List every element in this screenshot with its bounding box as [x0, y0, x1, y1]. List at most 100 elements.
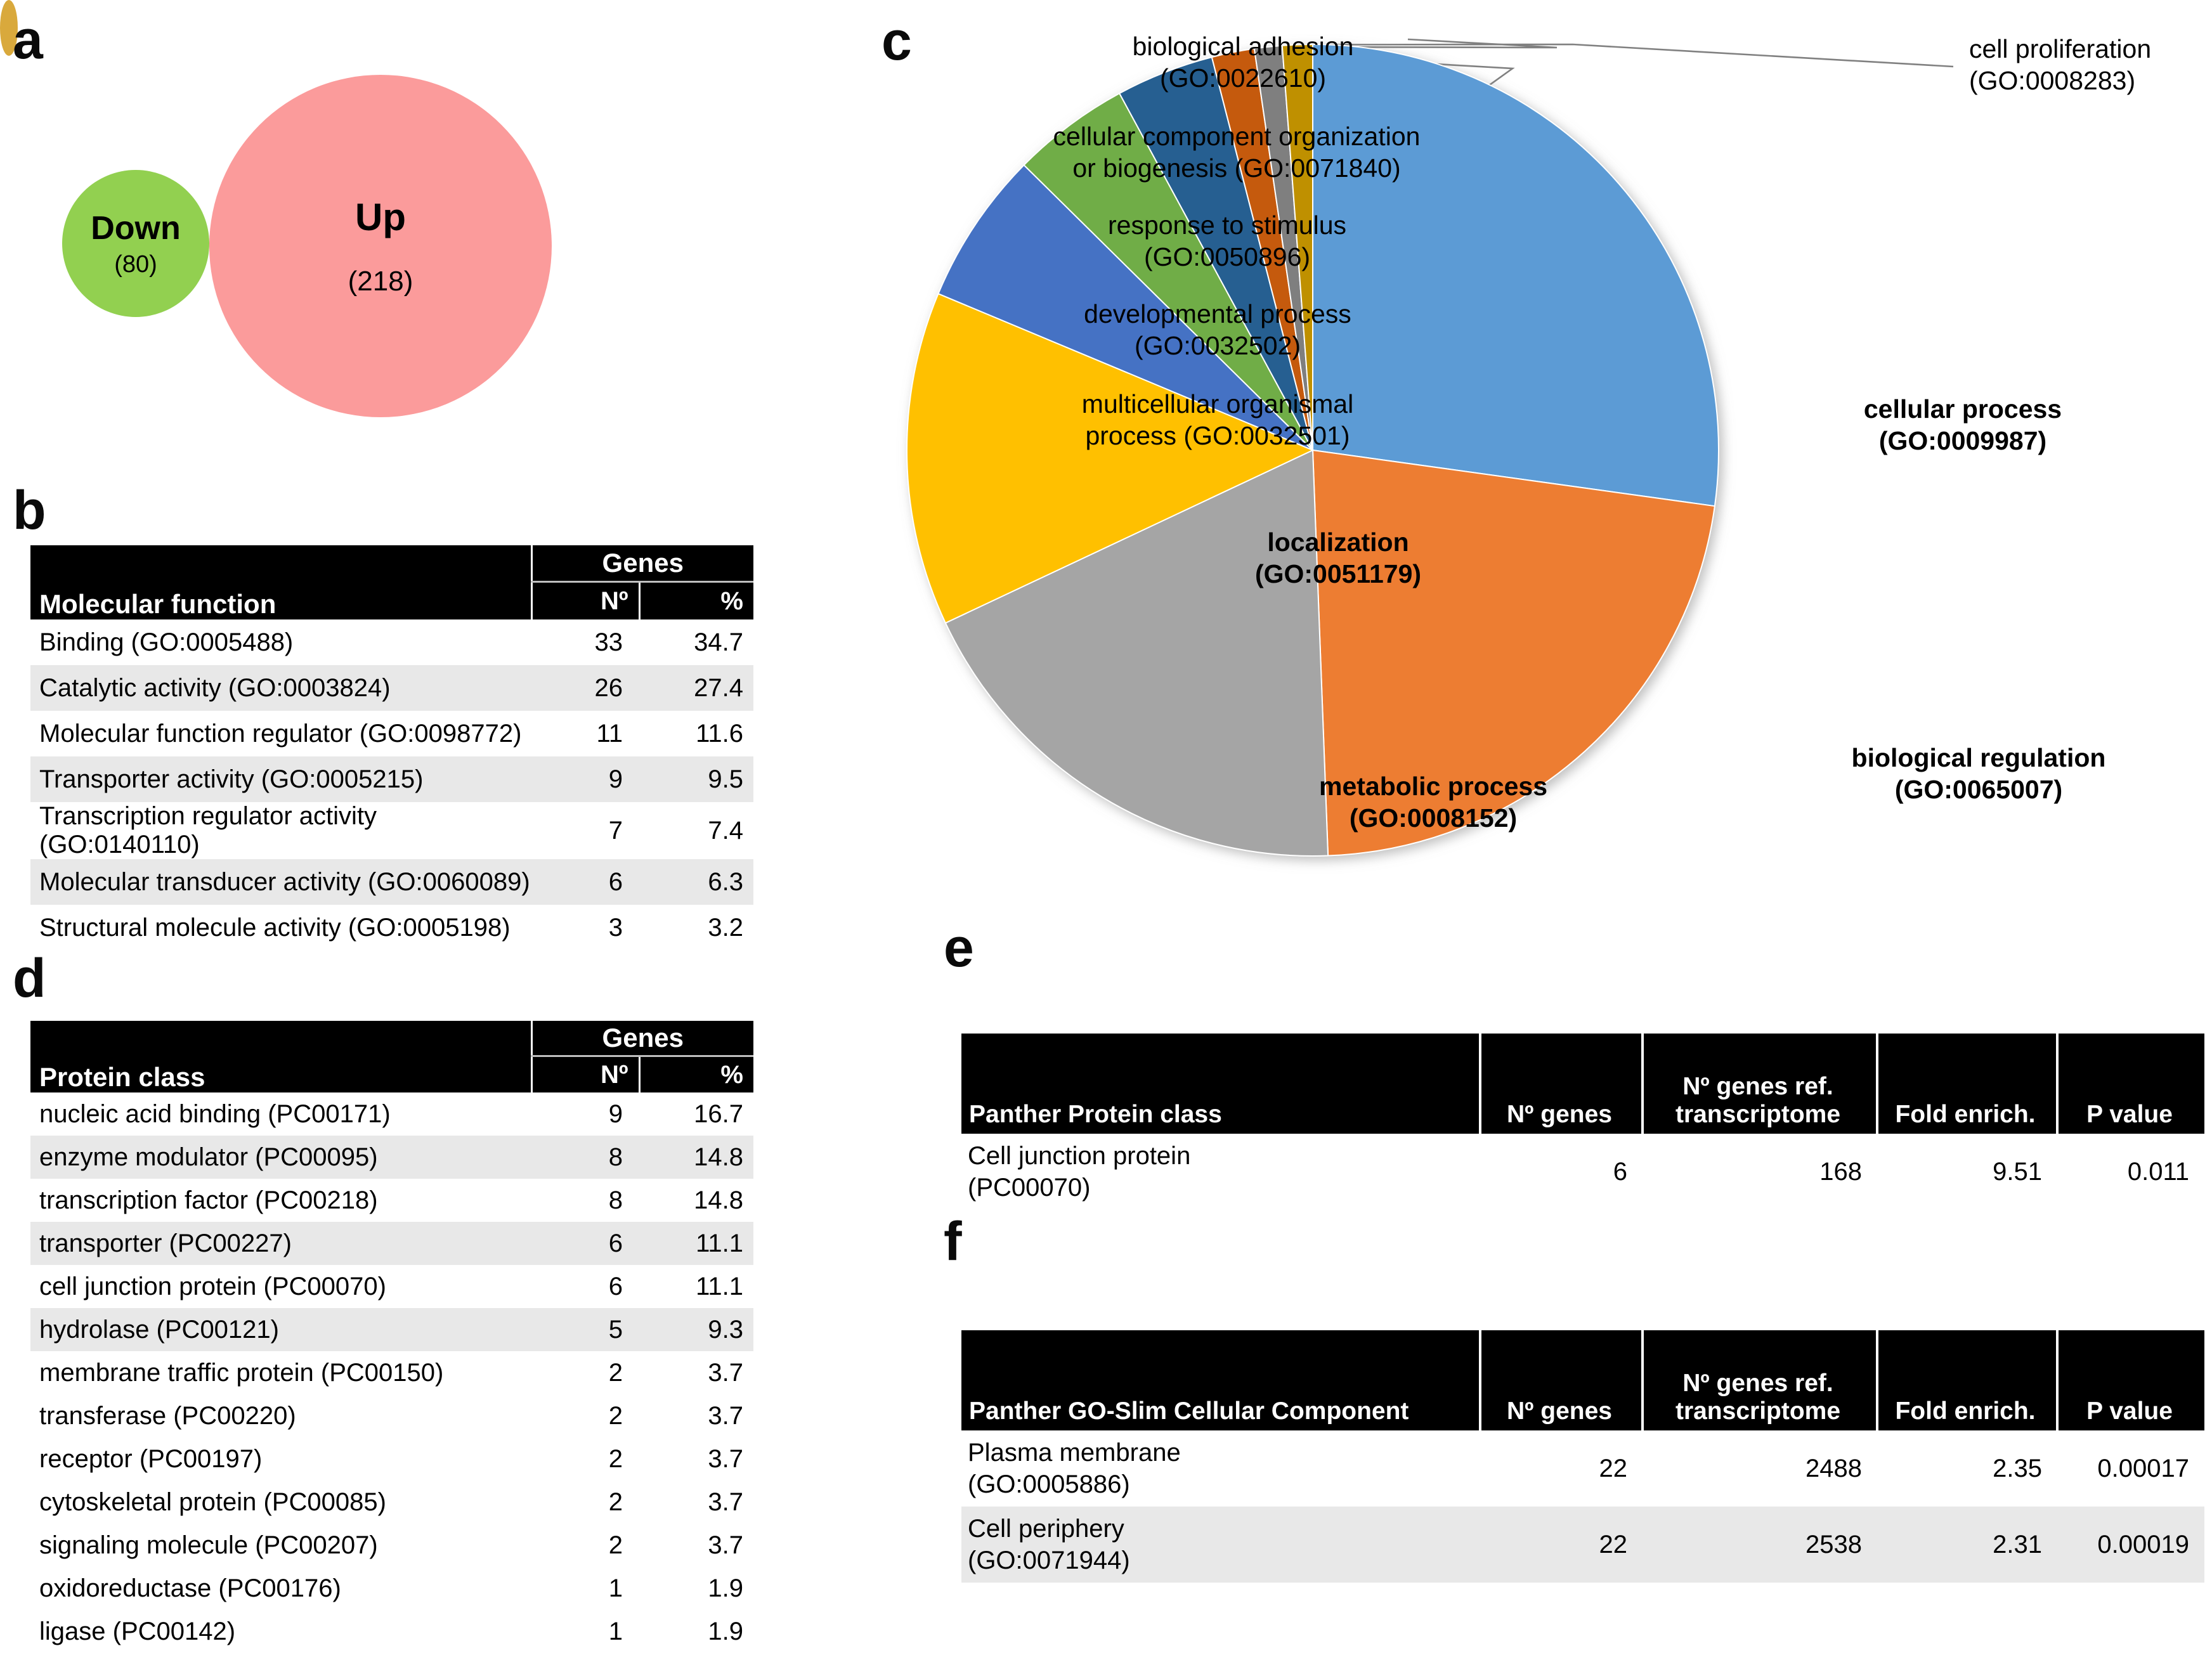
pie-label-line1: biological regulation [1851, 743, 2106, 772]
pie-slice [1312, 43, 1719, 507]
table-row: transcription factor (PC00218) 8 14.8 [30, 1179, 753, 1222]
table-e-col-p-value: P value [2057, 1034, 2204, 1134]
cell-name: Molecular transducer activity (GO:006008… [39, 867, 530, 896]
pie-label-line2: (GO:0050896) [1143, 242, 1311, 272]
cell-name: ligase (PC00142) [39, 1617, 236, 1645]
cell-pct: 7.4 [708, 816, 743, 845]
table-row: cell junction protein (PC00070) 6 11.1 [30, 1265, 753, 1308]
pie-label-line2: (GO:0032502) [1134, 331, 1301, 361]
header-line1: Nº genes ref. [1682, 1073, 1833, 1100]
pie-label-line1: cell proliferation [1969, 34, 2152, 63]
cell-n: 8 [608, 1143, 623, 1171]
cell-class-name: Cell junction protein (PC00070) [961, 1134, 1480, 1210]
cell-n: 6 [608, 1272, 623, 1300]
cell-pct: 1.9 [708, 1574, 743, 1602]
venn-overlap-region [0, 0, 18, 56]
cell-line2: (PC00070) [968, 1174, 1091, 1202]
panel-label-f: f [944, 1211, 962, 1272]
table-row: Plasma membrane (GO:0005886) 22 2488 2.3… [961, 1430, 2204, 1507]
cell-n: 8 [608, 1186, 623, 1214]
cell-pct: 14.8 [694, 1186, 743, 1214]
table-d-header-row: Protein class Genes [30, 1021, 753, 1092]
pie-label-localization: localization (GO:0051179) [1199, 526, 1478, 590]
venn-up-count: (218) [348, 265, 413, 297]
cell-n: 6 [608, 867, 623, 896]
cell-genes: 22 [1599, 1530, 1628, 1559]
cell-p-value: 0.00017 [2097, 1454, 2189, 1482]
table-e-col-fold-enrich: Fold enrich. [1877, 1034, 2059, 1134]
table-d-col-pct: % [638, 1056, 753, 1092]
table-row: Cell junction protein (PC00070) 6 168 9.… [961, 1134, 2204, 1210]
molecular-function-table: Molecular function Genes Nº % Binding (G… [30, 545, 753, 950]
cell-name: Catalytic activity (GO:0003824) [39, 673, 391, 702]
cell-pct: 3.2 [708, 913, 743, 942]
pie-slice [944, 449, 1329, 857]
pie-label-line2: (GO:0008283) [1969, 66, 2136, 96]
cell-n: 2 [608, 1358, 623, 1387]
cell-line2: (GO:0071944) [968, 1546, 1130, 1574]
cell-name: Transporter activity (GO:0005215) [39, 765, 424, 793]
pie-label-biological-regulation: biological regulation (GO:0065007) [1801, 742, 2156, 805]
table-f-header-row: Panther GO-Slim Cellular Component Nº ge… [961, 1330, 2204, 1430]
cell-pct: 11.1 [696, 1272, 743, 1300]
cell-name: cell junction protein (PC00070) [39, 1272, 386, 1300]
table-d-subheader-row: Nº % [30, 1056, 753, 1092]
biological-process-pie-svg [906, 38, 1954, 857]
panel-label-a: a [13, 10, 43, 70]
table-f-col-fold-enrich: Fold enrich. [1877, 1330, 2059, 1430]
pie-label-line2: (GO:0008152) [1349, 803, 1518, 833]
cell-pct: 11.1 [696, 1229, 743, 1257]
cell-n: 9 [608, 765, 623, 793]
cell-name: enzyme modulator (PC00095) [39, 1143, 378, 1171]
table-row: Molecular transducer activity (GO:006008… [30, 859, 753, 905]
cell-ref-transcriptome: 168 [1819, 1157, 1862, 1186]
pie-slice [937, 164, 1313, 451]
cell-pct: 6.3 [708, 867, 743, 896]
panel-label-d: d [13, 948, 46, 1009]
cell-name: transcription factor (PC00218) [39, 1186, 378, 1214]
header-line1: Nº genes ref. [1682, 1370, 1833, 1397]
cell-ref-transcriptome: 2488 [1805, 1454, 1862, 1482]
cell-fold-enrich: 2.31 [1993, 1530, 2042, 1559]
pie-label-line2: (GO:0009987) [1878, 426, 2047, 456]
pie-label-line2: or biogenesis (GO:0071840) [1072, 153, 1401, 183]
cell-pct: 9.3 [708, 1315, 743, 1344]
pie-slice [1281, 43, 1313, 451]
panel-label-c: c [882, 11, 912, 72]
pie-label-line1: cellular process [1863, 394, 2062, 424]
pie-label-line1: cellular component organization [1053, 122, 1421, 151]
pie-callout-cellular-component-organization: cellular component organization or bioge… [1021, 120, 1452, 184]
cell-name: Structural molecule activity (GO:0005198… [39, 913, 511, 942]
table-f-col-p-value: P value [2057, 1330, 2204, 1430]
panel-label-b: b [13, 480, 46, 541]
venn-circle-up: Up (218) [209, 75, 552, 417]
panther-go-slim-cellular-component-table: Panther GO-Slim Cellular Component Nº ge… [961, 1330, 2204, 1583]
cell-fold-enrich: 9.51 [1993, 1157, 2042, 1186]
cell-pct: 27.4 [694, 673, 743, 702]
cell-component-name: Plasma membrane (GO:0005886) [961, 1430, 1480, 1507]
pie-label-line2: (GO:0051179) [1254, 559, 1422, 589]
pie-label-line1: multicellular organismal [1081, 389, 1354, 418]
pie-leader-line [1297, 43, 1954, 68]
cell-p-value: 0.011 [2127, 1157, 2189, 1186]
cell-pct: 34.7 [694, 628, 743, 656]
cell-pct: 16.7 [694, 1099, 743, 1128]
cell-fold-enrich: 2.35 [1993, 1454, 2042, 1482]
panther-protein-class-enrichment-table: Panther Protein class Nº genes Nº genes … [961, 1034, 2204, 1210]
table-b-header-row: Molecular function Genes [30, 545, 753, 619]
pie-label-metabolic-process: metabolic process (GO:0008152) [1275, 770, 1592, 834]
cell-name: transferase (PC00220) [39, 1401, 296, 1430]
table-e-header-row: Panther Protein class Nº genes Nº genes … [961, 1034, 2204, 1134]
table-row: Molecular function regulator (GO:0098772… [30, 711, 753, 756]
pie-callout-biological-adhesion: biological adhesion (GO:0022610) [1072, 30, 1414, 94]
table-e-col-genes: Nº genes [1480, 1034, 1644, 1134]
